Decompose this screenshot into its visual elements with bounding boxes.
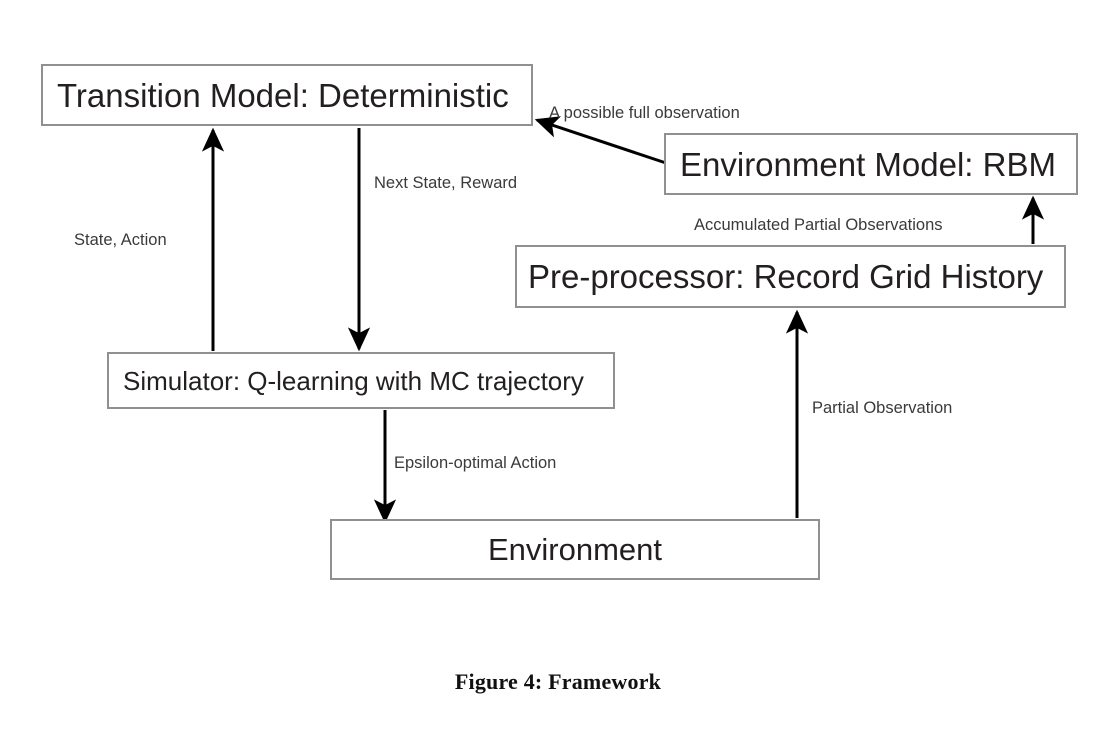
node-environment-model-label: Environment Model: RBM (680, 145, 1056, 183)
edge-label-epsilon-optimal-action: Epsilon-optimal Action (394, 454, 557, 472)
edge-label-possible-full-observation: A possible full observation (549, 104, 740, 122)
edge-label-state-action: State, Action (74, 231, 167, 249)
figure-caption: Figure 4: Framework (454, 669, 662, 694)
node-transition-model-label: Transition Model: Deterministic (57, 76, 509, 114)
edge-label-next-state-reward: Next State, Reward (374, 174, 518, 192)
node-environment-label: Environment (487, 532, 663, 567)
node-pre-processor-label: Pre-processor: Record Grid History (528, 258, 1044, 295)
edge-label-accumulated-partial-observations: Accumulated Partial Observations (694, 216, 943, 234)
arrow-envmodel-to-transition (534, 116, 667, 165)
node-transition-model: Transition Model: Deterministic (41, 64, 533, 126)
edge-label-partial-observation: Partial Observation (812, 399, 953, 417)
node-pre-processor: Pre-processor: Record Grid History (515, 245, 1066, 308)
node-environment-model: Environment Model: RBM (664, 133, 1078, 195)
node-simulator: Simulator: Q-learning with MC trajectory (107, 352, 615, 409)
node-simulator-label: Simulator: Q-learning with MC trajectory (123, 365, 584, 396)
node-environment: Environment (330, 519, 820, 580)
